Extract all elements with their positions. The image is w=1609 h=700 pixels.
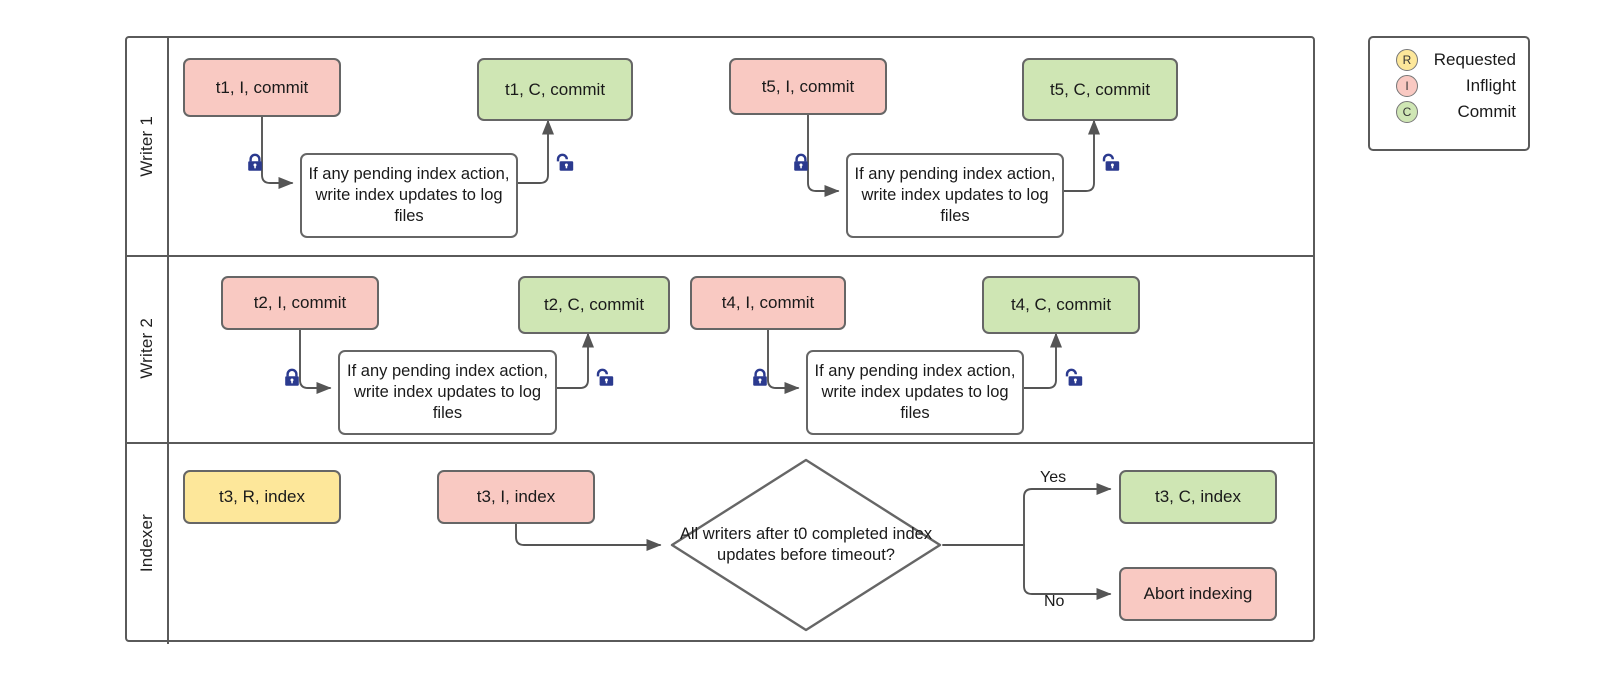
- node-t4-inflight-commit[interactable]: t4, I, commit: [690, 276, 846, 330]
- lane-divider-2: [127, 442, 1313, 444]
- decision-label: All writers after t0 completed index upd…: [679, 524, 933, 564]
- legend-item-requested: R Requested: [1370, 47, 1518, 73]
- lock-closed-icon: [749, 367, 771, 389]
- node-t1-inflight-commit[interactable]: t1, I, commit: [183, 58, 341, 117]
- lock-open-icon: [1100, 152, 1122, 174]
- lock-closed-icon: [244, 152, 266, 174]
- node-writer2-process-2[interactable]: If any pending index action, write index…: [806, 350, 1024, 435]
- lock-open-icon: [1063, 367, 1085, 389]
- node-t3-commit-index[interactable]: t3, C, index: [1119, 470, 1277, 524]
- badge-commit-icon: C: [1396, 101, 1418, 123]
- lane-header-indexer: Indexer: [127, 442, 169, 644]
- lock-open-icon: [554, 152, 576, 174]
- lane-header-writer-2: Writer 2: [127, 255, 169, 442]
- node-writer1-process-2[interactable]: If any pending index action, write index…: [846, 153, 1064, 238]
- node-t2-inflight-commit[interactable]: t2, I, commit: [221, 276, 379, 330]
- lane-label-writer-1: Writer 1: [137, 116, 156, 177]
- legend-box: R Requested I Inflight C Commit: [1368, 36, 1530, 151]
- node-t3-requested-index[interactable]: t3, R, index: [183, 470, 341, 524]
- legend-item-inflight: I Inflight: [1370, 73, 1518, 99]
- legend-label-inflight: Inflight: [1465, 76, 1516, 95]
- node-abort-indexing[interactable]: Abort indexing: [1119, 567, 1277, 621]
- edge-label-yes: Yes: [1040, 469, 1067, 486]
- node-t4-commit-commit[interactable]: t4, C, commit: [982, 276, 1140, 334]
- node-t2-commit-commit[interactable]: t2, C, commit: [518, 276, 670, 334]
- lock-closed-icon: [281, 367, 303, 389]
- lane-header-writer-1: Writer 1: [127, 38, 169, 255]
- lane-label-indexer: Indexer: [137, 513, 156, 573]
- badge-requested-icon: R: [1396, 49, 1418, 71]
- node-writer1-process-1[interactable]: If any pending index action, write index…: [300, 153, 518, 238]
- lane-writer-2: Writer 2: [127, 255, 1313, 442]
- lane-label-writer-2: Writer 2: [137, 318, 156, 379]
- node-writer2-process-1[interactable]: If any pending index action, write index…: [338, 350, 557, 435]
- node-t3-inflight-index[interactable]: t3, I, index: [437, 470, 595, 524]
- lock-closed-icon: [790, 152, 812, 174]
- decision-diamond[interactable]: All writers after t0 completed index upd…: [669, 457, 943, 633]
- edge-label-no: No: [1044, 593, 1065, 610]
- node-t5-commit-commit[interactable]: t5, C, commit: [1022, 58, 1178, 121]
- lane-writer-1: Writer 1: [127, 38, 1313, 255]
- badge-inflight-icon: I: [1396, 75, 1418, 97]
- legend-label-requested: Requested: [1433, 50, 1516, 69]
- node-t1-commit-commit[interactable]: t1, C, commit: [477, 58, 633, 121]
- lane-divider-1: [127, 255, 1313, 257]
- legend-label-commit: Commit: [1457, 102, 1516, 121]
- node-t5-inflight-commit[interactable]: t5, I, commit: [729, 58, 887, 115]
- legend-item-commit: C Commit: [1370, 99, 1518, 125]
- lock-open-icon: [594, 367, 616, 389]
- lane-indexer: Indexer: [127, 442, 1313, 644]
